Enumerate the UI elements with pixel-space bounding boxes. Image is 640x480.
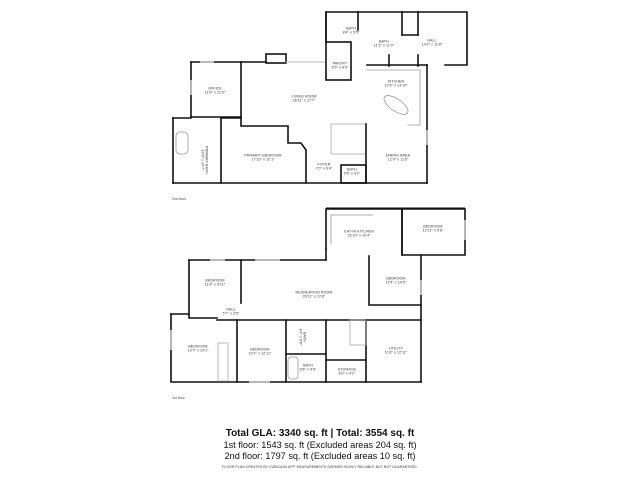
room-label: Bath8'4" x 5'6" [298, 328, 307, 346]
room-label: Primary Bath10'9" x 14'7" [200, 146, 209, 174]
second-floor-plan [172, 11, 468, 184]
room-label: Bath5'6" x 4'2" [343, 167, 361, 176]
room-label: Kitchen12'9" x 13'10" [384, 79, 408, 88]
area-summary: Total GLA: 3340 sq. ft | Total: 3554 sq.… [0, 428, 640, 469]
room-label: Foyer7'0" x 6'4" [315, 162, 333, 171]
room-label: Hall5'7" x 3'5" [222, 307, 240, 316]
room-label: Bath8'4" x 5'5" [342, 26, 360, 35]
room-label: Pantry6'5" x 4'0" [331, 61, 349, 70]
room-label: Living Room26'11" x 17'7" [291, 94, 317, 103]
room-label: Office11'0" x 11'6" [204, 86, 226, 95]
room-label: Primary Bedroom17'10" x 12'1" [244, 153, 282, 162]
disclaimer: FLOOR PLAN CREATED BY CUBICASA APP. MEAS… [222, 465, 418, 469]
room-label: Hall14'2" x 11'8" [421, 38, 443, 47]
room-label: Bedroom11'4" x 10'5" [385, 276, 407, 285]
room-label: Bedroom11'0" x 8'11" [204, 278, 226, 287]
floor1-area: 1st floor: 1543 sq. ft (Excluded areas 2… [223, 440, 417, 450]
room-label: Storage8'0" x 4'2" [337, 367, 357, 376]
room-label: Bedroom13'7" x 14'1" [187, 344, 209, 353]
room-label: Bath11'1" x 11'0" [373, 39, 395, 48]
room-label: Bath8'6" x 5'6" [299, 363, 317, 372]
floor-tag-2nd: 2nd floor [172, 197, 186, 201]
room-label: Eat-in Kitchen15'10" x 10'4" [344, 229, 374, 238]
room-label: Utility11'8" x 12'11" [384, 346, 408, 355]
total-gla: Total GLA: 3340 sq. ft | Total: 3554 sq.… [225, 428, 415, 439]
room-label: Recreation Room26'11" x 12'8" [295, 290, 333, 299]
room-label: Bedroom12'11" x 9'6" [422, 224, 444, 233]
room-label: Bedroom10'2" x 12'11" [248, 347, 272, 356]
room-label: Dining Area12'9" x 11'6" [385, 153, 411, 162]
floor2-area: 2nd floor: 1797 sq. ft (Excluded areas 1… [224, 450, 416, 461]
floor-tag-1st: 1st floor [172, 396, 185, 400]
